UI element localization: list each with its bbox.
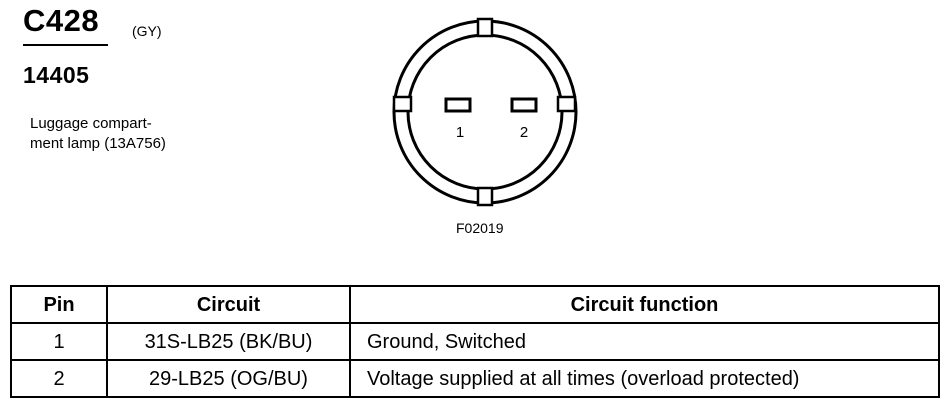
header-circuit-function: Circuit function (349, 285, 940, 324)
circuit-cell: 29-LB25 (OG/BU) (106, 359, 351, 398)
key-notch-top (476, 17, 494, 38)
key-notch-right (556, 95, 577, 113)
part-number: 14405 (23, 62, 90, 88)
pin-cell: 1 (10, 322, 108, 361)
figure-code: F02019 (456, 220, 504, 236)
title-underline (23, 44, 108, 46)
connector-id: C428 (23, 3, 100, 38)
key-notch-bottom (476, 186, 494, 207)
table-row: 2 29-LB25 (OG/BU) Voltage supplied at al… (10, 359, 940, 398)
header-circuit: Circuit (106, 285, 351, 324)
key-notch-left (392, 95, 413, 113)
description-line-1: Luggage compart- (30, 115, 152, 132)
connector-inner-ring (406, 33, 564, 191)
function-cell: Voltage supplied at all times (overload … (349, 359, 940, 398)
pin-label-1: 1 (456, 124, 464, 141)
description-line-2: ment lamp (13A756) (30, 135, 166, 152)
pin-label-2: 2 (520, 124, 528, 141)
pin-cell: 2 (10, 359, 108, 398)
table-row: 1 31S-LB25 (BK/BU) Ground, Switched (10, 322, 940, 361)
pin-table: Pin Circuit Circuit function 1 31S-LB25 … (10, 285, 940, 398)
terminal-pin-2 (510, 97, 538, 113)
terminal-pin-1 (444, 97, 472, 113)
header-pin: Pin (10, 285, 108, 324)
function-cell: Ground, Switched (349, 322, 940, 361)
component-description: Luggage compart- ment lamp (13A756) (30, 114, 166, 154)
table-header-row: Pin Circuit Circuit function (10, 285, 940, 324)
connector-outer-ring (392, 19, 578, 205)
connector-face-diagram: 1 2 (392, 17, 578, 207)
circuit-cell: 31S-LB25 (BK/BU) (106, 322, 351, 361)
color-code: (GY) (132, 23, 162, 39)
